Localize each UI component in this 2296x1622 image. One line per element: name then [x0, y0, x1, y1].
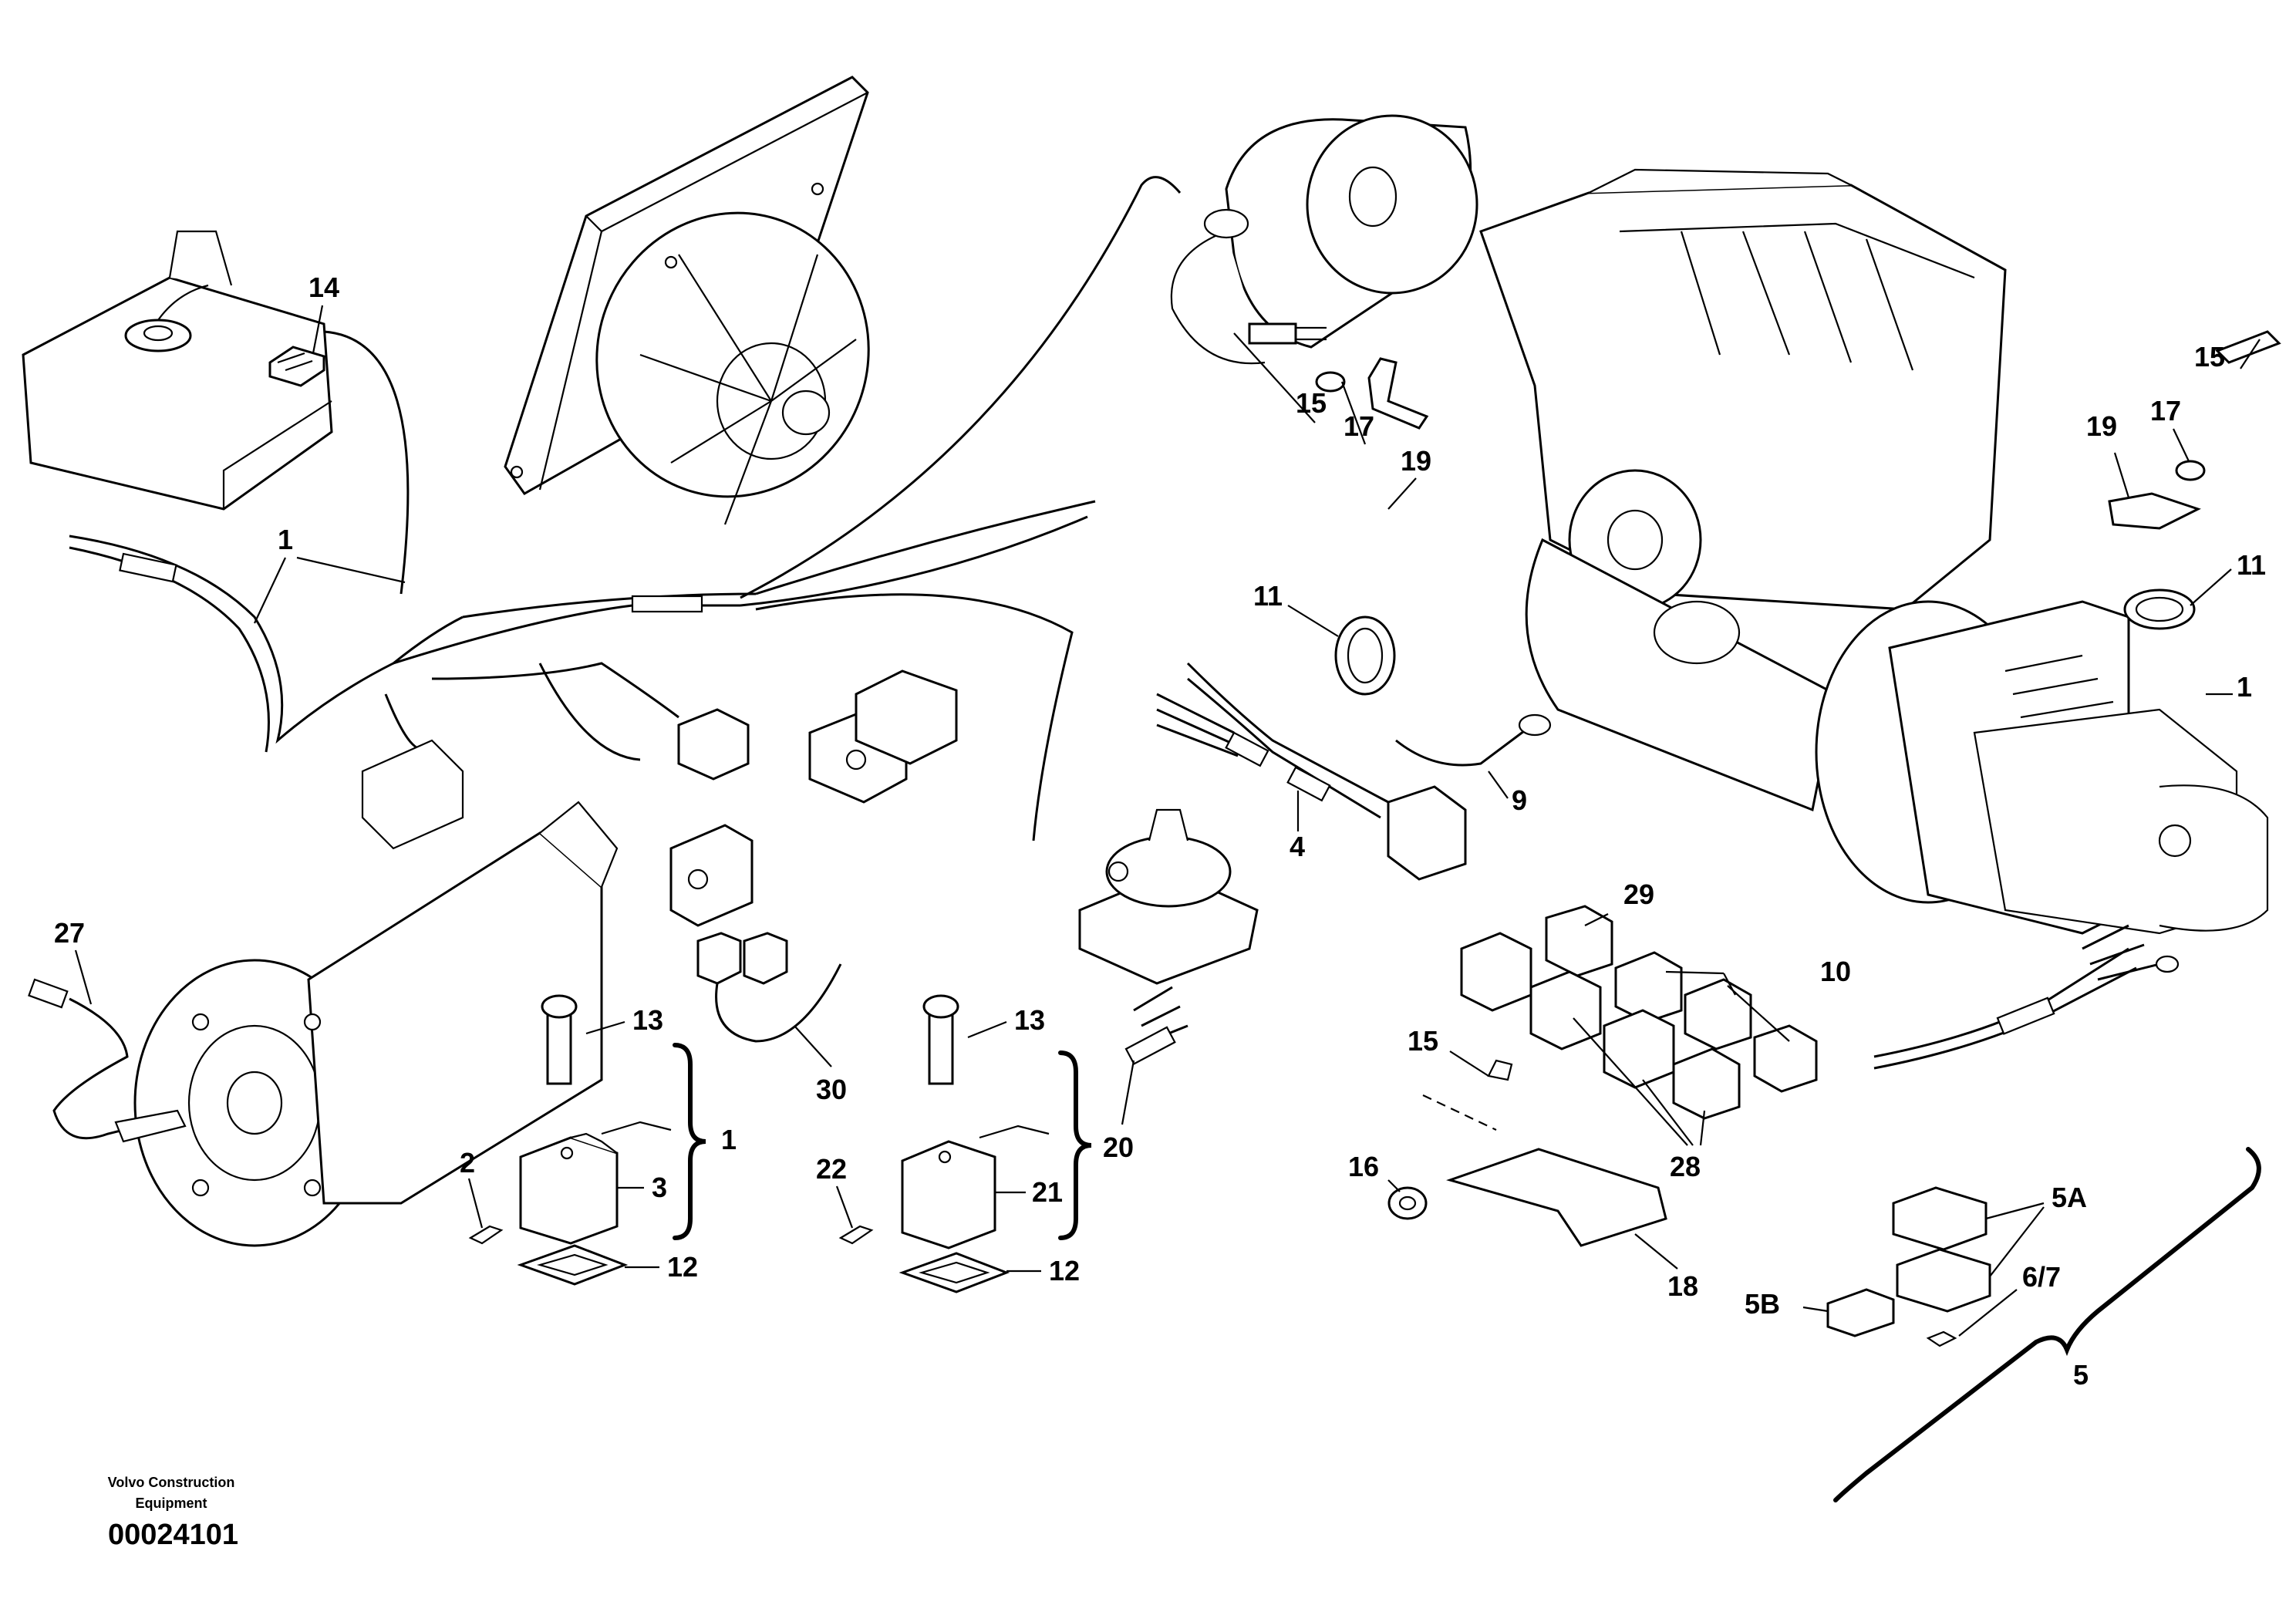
- callout-6-7: 6/7: [2022, 1261, 2061, 1293]
- solenoid-kit-a-drawing: [468, 994, 672, 1286]
- footer-credit: Volvo Construction Equipment 00024101: [108, 1475, 238, 1551]
- callout-5b: 5B: [1745, 1288, 1780, 1320]
- callout-19: 19: [2086, 410, 2117, 442]
- callout-3: 3: [652, 1172, 667, 1203]
- hydraulic-pump-drawing: [1815, 600, 2269, 935]
- callout-30: 30: [816, 1074, 847, 1105]
- engine-drawing: [1479, 168, 2007, 812]
- air-filter-drawing: [1170, 114, 1478, 365]
- callout-18: 18: [1667, 1270, 1698, 1302]
- callout-1: 1: [721, 1124, 737, 1155]
- relay-bracket-drawing: [1387, 1059, 1667, 1247]
- mounting-hardware-top-drawing: [1248, 322, 2281, 696]
- callout-1: 1: [278, 524, 293, 555]
- credit-line-2: Equipment: [136, 1496, 207, 1511]
- callout-5a: 5A: [2052, 1182, 2087, 1213]
- callout-17: 17: [1344, 410, 1374, 442]
- radiator-fan-drawing: [504, 76, 870, 525]
- callout-4: 4: [1290, 831, 1305, 862]
- harness-lower-right-drawing: [1873, 924, 2180, 1070]
- solenoid-kit-b-drawing: [838, 986, 1188, 1293]
- harness-4-drawing: [1156, 662, 1467, 881]
- sensor-cable-27-drawing: [28, 978, 187, 1143]
- callout-16: 16: [1348, 1151, 1379, 1182]
- callout-28: 28: [1670, 1151, 1701, 1182]
- relays-drawing: [1460, 905, 1818, 1120]
- leader-lines: [74, 305, 2261, 1337]
- callout-20: 20: [1103, 1131, 1134, 1163]
- callout-29: 29: [1623, 878, 1654, 910]
- callout-9: 9: [1512, 784, 1527, 816]
- sender-unit-drawing: [1078, 808, 1259, 985]
- callout-12: 12: [667, 1251, 698, 1283]
- fuel-tank-drawing: [22, 230, 333, 511]
- callout-10: 10: [1820, 956, 1851, 987]
- credit-line-1: Volvo Construction: [108, 1475, 235, 1490]
- callout-11: 11: [2237, 549, 2266, 581]
- document-number: 00024101: [108, 1519, 238, 1551]
- braces: [673, 1043, 2261, 1502]
- callout-13: 13: [632, 1004, 663, 1036]
- ground-cable-9-drawing: [1395, 713, 1552, 767]
- fuse-holders-drawing: [1826, 1186, 1991, 1347]
- level-sensor-14-drawing: [268, 346, 325, 387]
- callout-1: 1: [2237, 671, 2252, 703]
- callout-labels: 1 1 1 2 3 4 5 5A 5B 6/7 9 10 11 11 12 12…: [54, 271, 2266, 1391]
- callout-5: 5: [2073, 1359, 2089, 1391]
- main-pump-drawing: [133, 739, 619, 1247]
- callout-15: 15: [1408, 1025, 1438, 1057]
- callout-17: 17: [2150, 395, 2181, 427]
- callout-27: 27: [54, 917, 85, 949]
- solenoid-valves-drawing: [669, 669, 958, 927]
- callout-21: 21: [1032, 1176, 1063, 1208]
- main-harness-drawing: [69, 176, 1182, 841]
- callout-14: 14: [308, 271, 339, 303]
- callout-11: 11: [1253, 580, 1283, 612]
- callout-15: 15: [2194, 341, 2225, 373]
- callout-2: 2: [460, 1147, 475, 1179]
- callout-22: 22: [816, 1153, 847, 1185]
- connector-30-drawing: [696, 932, 842, 1043]
- callout-19: 19: [1401, 445, 1431, 477]
- callout-15: 15: [1296, 387, 1327, 419]
- callout-12: 12: [1049, 1255, 1080, 1286]
- callout-13: 13: [1014, 1004, 1045, 1036]
